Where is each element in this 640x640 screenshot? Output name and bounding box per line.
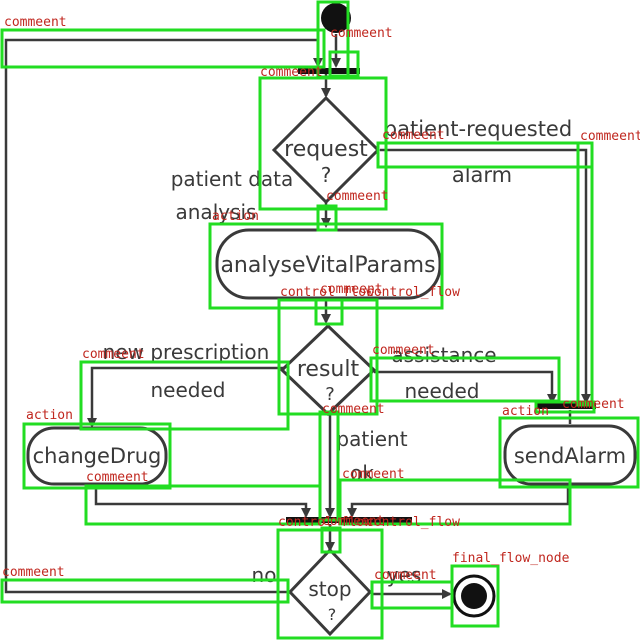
- initial-node: [321, 3, 351, 33]
- annotation-box: [328, 50, 360, 78]
- decision-request: [271, 95, 381, 205]
- guard-no: no: [252, 563, 277, 587]
- final-flow-node-core: [461, 583, 487, 609]
- decision-request-mark: ?: [321, 163, 332, 187]
- annotation-label: commeent: [382, 128, 445, 143]
- action-send-alarm-label: sendAlarm: [514, 444, 626, 468]
- annotation-box: [314, 298, 344, 326]
- edge-change-to-merge: [94, 488, 311, 518]
- diagram-layer: request ? analyseVitalParams result ? ch…: [4, 3, 637, 637]
- annotation-box: [318, 410, 340, 522]
- edge-loop-back: [4, 38, 323, 594]
- annotation-label: commeent: [86, 470, 149, 485]
- guard-assistance-needed: needed: [405, 379, 480, 403]
- annotation-box: [534, 400, 596, 414]
- annotation-label: commeent: [322, 402, 385, 417]
- edge-result-to-alarm: [374, 370, 557, 404]
- annotation-box: [79, 360, 290, 431]
- annotation-label: commeent: [330, 26, 393, 41]
- annotation-label: commeent: [320, 282, 383, 297]
- annotation-label: control_flow: [366, 515, 460, 530]
- annotation-box: [208, 222, 444, 310]
- annotation-box: [450, 564, 500, 628]
- annotation-label: commeent: [372, 343, 435, 358]
- guard-assistance: assistance: [391, 343, 496, 367]
- annotation-box: [22, 422, 172, 490]
- annotation-label: final_flow_node: [452, 551, 570, 566]
- annotation-box: [320, 526, 342, 554]
- guard-patient: patient: [336, 427, 407, 451]
- guard-patient-requested: patient-requested: [384, 117, 572, 141]
- annotation-label: commeent: [580, 129, 640, 144]
- decision-stop-label: stop: [308, 577, 351, 601]
- annotation-box: [84, 484, 322, 526]
- alarm-join-bar: [536, 403, 596, 409]
- annotation-label: commeent: [562, 397, 625, 412]
- annotation-label: commeent: [4, 15, 67, 30]
- annotation-label: action: [26, 408, 73, 423]
- annotation-label: action: [502, 404, 549, 419]
- edge-result-to-change: [87, 366, 288, 428]
- annotation-box: [0, 28, 326, 69]
- decision-stop: [287, 547, 373, 637]
- merge-bar-bottom: [286, 517, 412, 523]
- annotation-label: commeent: [342, 467, 405, 482]
- annotation-label: control_flow: [278, 515, 372, 530]
- guard-prescription-needed: needed: [151, 378, 226, 402]
- action-change-drug-label: changeDrug: [33, 444, 162, 468]
- annotation-box: [369, 356, 561, 403]
- edge-request-to-alarm: [380, 148, 591, 404]
- annotation-label: action: [212, 209, 259, 224]
- annotation-box: [338, 478, 572, 526]
- action-analyse-label: analyseVitalParams: [220, 253, 435, 278]
- annotation-label: commeent: [322, 514, 385, 529]
- guard-patient-data: patient data: [171, 167, 294, 191]
- annotation-label: commeent: [82, 347, 145, 362]
- annotation-box: [276, 528, 384, 640]
- guard-analysis: analysis: [176, 200, 257, 224]
- annotation-label: commeent: [374, 568, 437, 583]
- guard-new-prescription: new prescription: [103, 340, 270, 364]
- decision-result-label: result: [297, 357, 360, 382]
- annotation-box: [0, 578, 290, 604]
- annotation-label: control_flow: [280, 285, 374, 300]
- decision-result-mark: ?: [325, 384, 335, 405]
- decision-request-label: request: [284, 137, 368, 162]
- decision-stop-mark: ?: [328, 605, 337, 624]
- annotation-box: [576, 141, 594, 407]
- annotation-label: control_flow: [366, 285, 460, 300]
- annotation-label: commeent: [326, 189, 389, 204]
- annotation-label: commeent: [2, 565, 65, 580]
- annotation-box: [316, 204, 338, 232]
- edge-alarm-to-merge: [347, 486, 570, 518]
- annotation-label: commeent: [260, 65, 323, 80]
